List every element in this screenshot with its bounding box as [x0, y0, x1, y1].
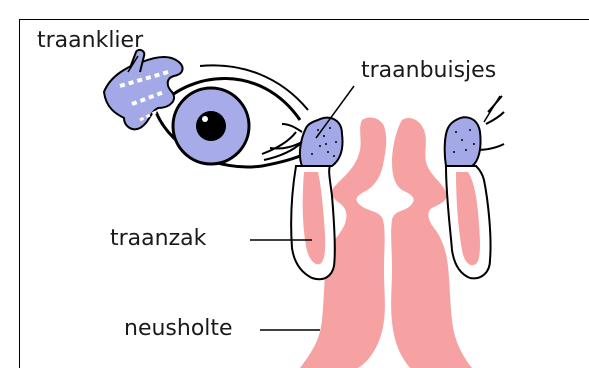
- right-eye: [445, 96, 504, 278]
- lacrimal-gland: [104, 50, 183, 129]
- left-lacrimal-sac: [270, 118, 343, 280]
- pupil: [196, 111, 226, 141]
- label-traanklier: traanklier: [37, 30, 143, 52]
- label-neusholte: neusholte: [124, 318, 233, 340]
- label-traanzak: traanzak: [110, 228, 206, 250]
- left-eye: [156, 65, 308, 167]
- label-traanbuisjes: traanbuisjes: [361, 60, 496, 82]
